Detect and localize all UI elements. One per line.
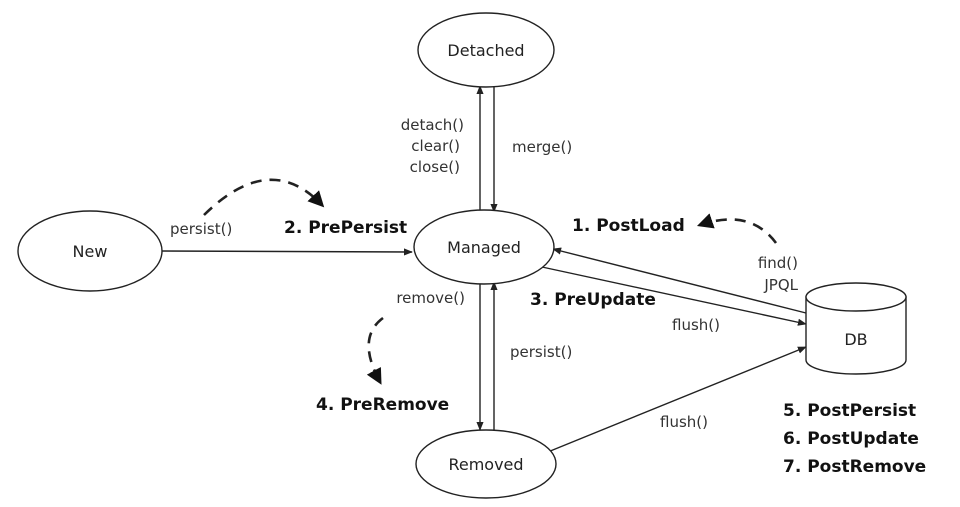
node-label-removed: Removed xyxy=(448,455,523,474)
dashed-arrow-post-load xyxy=(696,213,778,244)
edge-label-persist-removed: persist() xyxy=(510,343,572,361)
node-detached xyxy=(417,12,555,88)
callback-post-remove: 7. PostRemove xyxy=(783,457,926,477)
dashed-arrow-pre-persist xyxy=(203,178,325,216)
node-new xyxy=(17,210,163,292)
node-managed xyxy=(413,209,555,285)
callback-post-load: 1. PostLoad xyxy=(572,216,685,236)
edge-label-jpql: JPQL xyxy=(763,276,798,294)
callback-post-persist: 5. PostPersist xyxy=(783,401,916,421)
db-cylinder-icon xyxy=(805,282,907,375)
edge-label-persist-new: persist() xyxy=(170,220,232,238)
callback-post-update: 6. PostUpdate xyxy=(783,429,919,449)
node-label-detached: Detached xyxy=(447,41,524,60)
edge-flush-removed xyxy=(537,346,807,457)
edge-label-remove: remove() xyxy=(396,289,465,307)
edge-label-find: find() xyxy=(758,254,798,272)
callback-pre-remove: 4. PreRemove xyxy=(316,395,449,415)
node-label-managed: Managed xyxy=(447,238,521,257)
edge-find xyxy=(552,247,807,314)
callback-pre-persist: 2. PrePersist xyxy=(284,218,407,238)
edge-flush-managed xyxy=(541,266,807,326)
edge-label-merge: merge() xyxy=(512,138,572,156)
edge-label-clear: clear() xyxy=(411,137,460,155)
edge-label-flush-removed: flush() xyxy=(660,413,708,431)
dashed-arrow-pre-remove xyxy=(366,316,384,385)
node-removed xyxy=(415,429,557,499)
node-label-new: New xyxy=(73,242,108,261)
edge-persist-new xyxy=(159,248,413,256)
edge-label-close: close() xyxy=(410,158,460,176)
callback-pre-update: 3. PreUpdate xyxy=(530,290,656,310)
node-label-db: DB xyxy=(844,330,867,349)
edge-label-detach: detach() xyxy=(401,116,464,134)
edge-label-flush-managed: flush() xyxy=(672,316,720,334)
